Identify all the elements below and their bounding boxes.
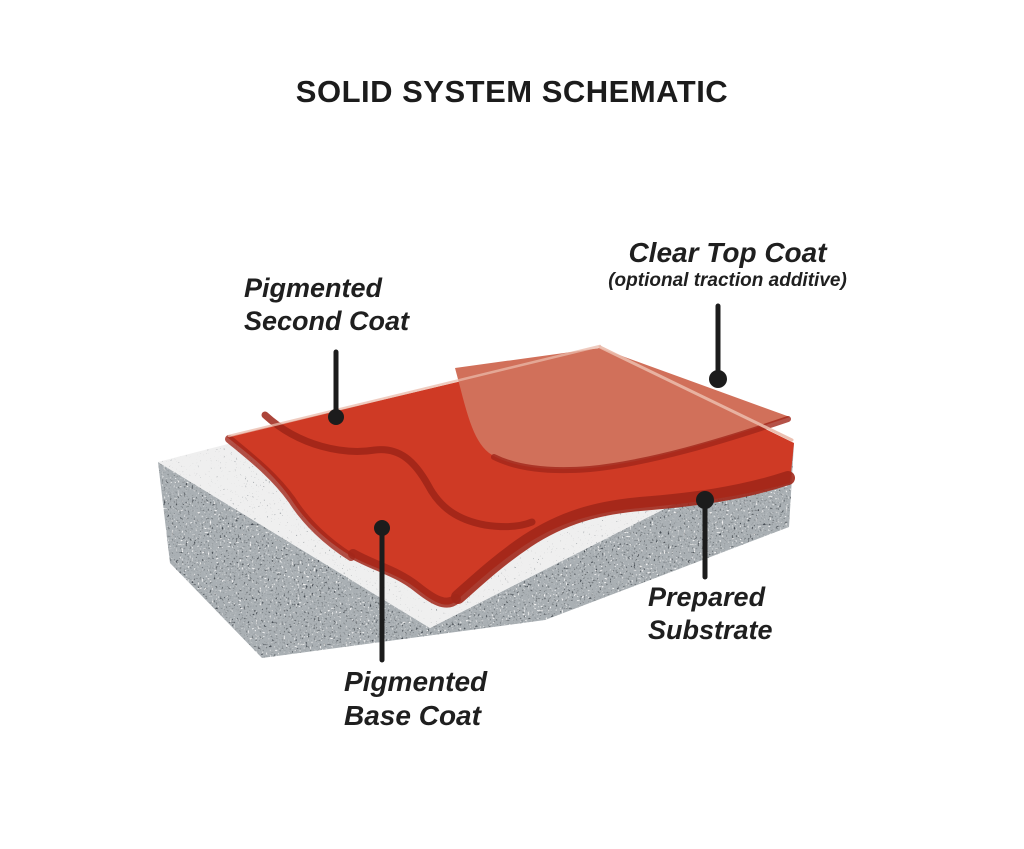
page-title: SOLID SYSTEM SCHEMATIC: [295, 74, 729, 109]
leader-dot-substrate: [696, 491, 714, 509]
label-pigmented-base-coat: Pigmented Base Coat: [344, 665, 487, 733]
label-subline: (optional traction additive): [608, 270, 847, 291]
label-line: Base Coat: [344, 700, 481, 731]
leader-dot-top-coat: [709, 370, 727, 388]
leader-dot-second-coat: [328, 409, 344, 425]
label-line: Pigmented: [244, 273, 383, 303]
label-prepared-substrate: Prepared Substrate: [648, 581, 773, 647]
leader-lines: [333, 303, 721, 663]
label-clear-top-coat: Clear Top Coat (optional traction additi…: [585, 237, 870, 293]
coat-front-wave-shadow: [348, 549, 461, 608]
back-right-edge-highlight: [598, 345, 794, 442]
back-left-edge-highlight: [227, 344, 602, 438]
label-line: Pigmented: [344, 666, 488, 697]
label-line: Substrate: [648, 615, 773, 645]
coat-front-edge-shadow: [451, 471, 795, 604]
label-line: Prepared: [648, 582, 766, 612]
substrate-side-faces: [158, 443, 794, 658]
leader-dot-base-coat: [374, 520, 390, 536]
clear-top-coat-edge: [491, 416, 791, 474]
label-pigmented-second-coat: Pigmented Second Coat: [244, 272, 409, 338]
label-line: Second Coat: [244, 306, 410, 336]
clear-top-coat-layer: [455, 348, 790, 470]
second-coat-step-shadow: [261, 411, 536, 531]
coat-left-edge-shadow: [225, 435, 355, 561]
label-line: Clear Top Coat: [628, 237, 827, 268]
leader-dots: [328, 370, 727, 536]
